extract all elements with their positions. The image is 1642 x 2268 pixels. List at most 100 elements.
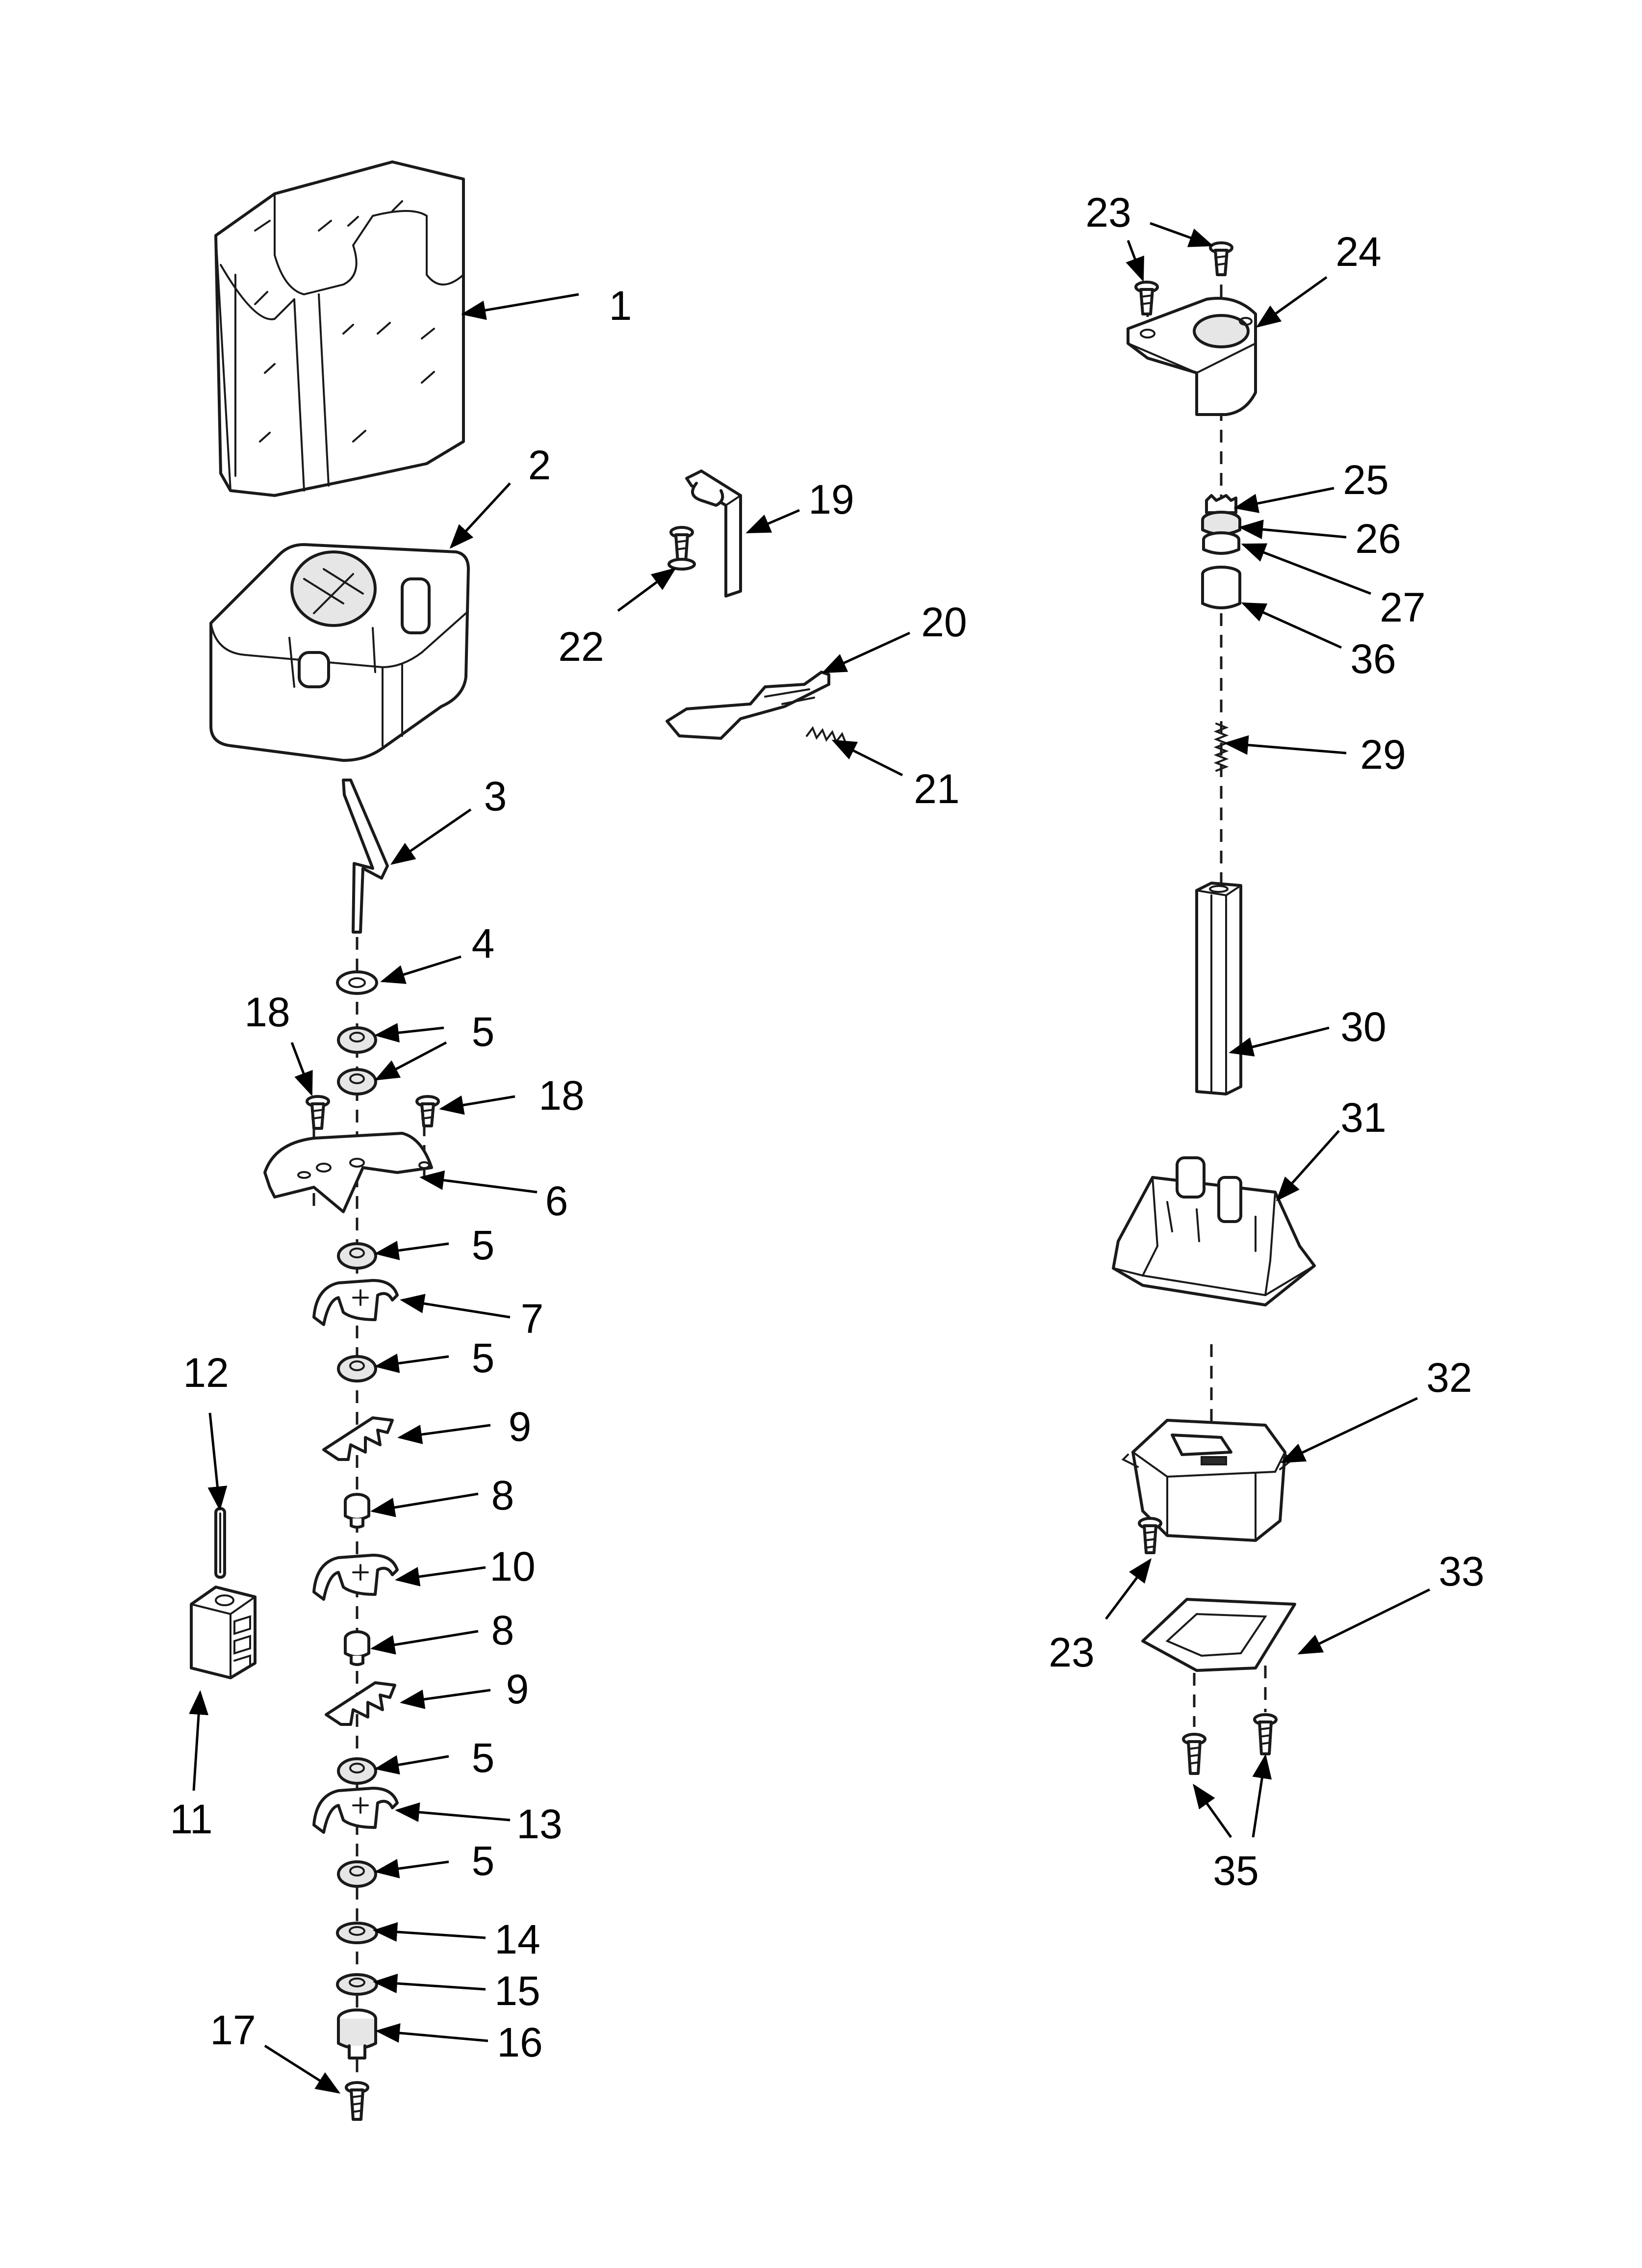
callout-number-c32: 32	[1426, 1355, 1472, 1401]
callout-leader-c24	[1256, 276, 1328, 328]
callout-leader-c6	[419, 1170, 538, 1194]
callout-leader-c23a	[1150, 222, 1214, 247]
callout-number-c36: 36	[1350, 636, 1396, 682]
bushing-36	[1201, 566, 1241, 609]
callout-leader-c36	[1241, 602, 1342, 649]
spacer-5d	[337, 1355, 377, 1382]
callout-number-c12: 12	[183, 1350, 229, 1396]
callout-number-c5a: 5	[472, 1009, 495, 1055]
stationary-blade-9a	[322, 1416, 394, 1461]
bushing-8a	[344, 1493, 370, 1529]
drive-coupler-16	[337, 2008, 377, 2059]
callout-leader-c13	[395, 1802, 511, 1822]
coupling-25	[1205, 494, 1237, 514]
callout-leader-c5b	[374, 1041, 447, 1081]
callout-leader-c3	[390, 808, 472, 865]
ice-bucket	[214, 160, 465, 497]
callout-number-c22: 22	[558, 624, 604, 670]
callout-number-c8a: 8	[491, 1472, 514, 1518]
callout-leader-c35b	[1252, 1754, 1272, 1838]
callout-number-c23c: 23	[1049, 1629, 1094, 1675]
callout-number-c13: 13	[516, 1801, 562, 1847]
callout-leader-c22	[617, 568, 677, 612]
screw-18a	[306, 1095, 330, 1130]
callout-leader-c32	[1280, 1397, 1418, 1463]
washer-4	[336, 970, 378, 995]
callout-leader-c30	[1229, 1026, 1330, 1057]
bin-housing	[209, 543, 470, 762]
callout-number-c5d: 5	[472, 1335, 495, 1381]
washer-14	[336, 1922, 378, 1944]
callout-leader-c12	[207, 1412, 228, 1511]
callout-number-c9a: 9	[509, 1404, 532, 1450]
crank-rod	[342, 779, 389, 934]
bushing-8b	[344, 1630, 370, 1666]
stationary-blade-9b	[325, 1681, 396, 1726]
callout-number-c25: 25	[1343, 457, 1388, 503]
callout-number-c18a: 18	[244, 989, 290, 1035]
callout-leader-c23b	[1126, 240, 1144, 282]
coupling-26	[1201, 511, 1241, 536]
callout-number-c31: 31	[1340, 1095, 1386, 1141]
callout-number-c15: 15	[494, 1968, 540, 2014]
callout-number-c1: 1	[609, 283, 632, 329]
callout-leader-c27	[1241, 543, 1371, 595]
callout-number-c5e: 5	[472, 1735, 495, 1781]
callout-leader-c26	[1238, 520, 1347, 540]
callout-layer: 1234518186575981089513514151617121119222…	[170, 189, 1485, 2094]
screw-23b	[1209, 241, 1233, 276]
callout-leader-c29	[1224, 735, 1347, 755]
callout-number-c33: 33	[1438, 1548, 1484, 1594]
callout-leader-c19	[745, 509, 800, 534]
screw-18b	[415, 1095, 440, 1127]
callout-leader-c5d	[374, 1354, 449, 1373]
callout-number-c5f: 5	[472, 1838, 495, 1884]
callout-leader-c1	[461, 293, 579, 320]
screw-17	[345, 2081, 369, 2121]
callout-number-c20: 20	[921, 599, 967, 645]
spacer-5e	[337, 1757, 377, 1785]
callout-number-c4: 4	[472, 920, 495, 966]
bracket-plate-6	[263, 1132, 433, 1213]
auger-shaft-30	[1195, 882, 1242, 1095]
spacer-5c	[337, 1242, 377, 1270]
spacer-5b	[337, 1068, 377, 1095]
callout-leader-c5c	[374, 1241, 449, 1260]
callout-number-c14: 14	[494, 1916, 540, 1962]
callout-number-c10: 10	[489, 1543, 535, 1590]
callout-number-c11: 11	[170, 1796, 212, 1842]
callout-number-c2: 2	[528, 442, 551, 488]
callout-leader-c31	[1276, 1130, 1340, 1201]
callout-number-c29: 29	[1360, 731, 1406, 778]
spring-29	[1213, 723, 1229, 772]
callout-leader-c9a	[397, 1424, 491, 1444]
screw-23c	[1138, 1517, 1162, 1554]
screw-23a	[1134, 281, 1159, 315]
mounting-bracket-24	[1127, 297, 1257, 416]
spacer-5f	[337, 1860, 377, 1888]
callout-number-c7: 7	[521, 1296, 544, 1342]
callout-leader-c8b	[370, 1630, 479, 1655]
callout-number-c35a: 35	[1213, 1848, 1258, 1894]
callout-leader-c17	[264, 2044, 341, 2094]
callout-number-c5c: 5	[472, 1222, 495, 1268]
coupling-27	[1202, 531, 1240, 555]
callout-leader-c33	[1297, 1588, 1431, 1655]
callout-leader-c11	[189, 1690, 209, 1791]
callout-number-c26: 26	[1355, 516, 1401, 562]
callout-leader-c25	[1233, 487, 1334, 513]
motor-32	[1121, 1419, 1294, 1542]
screw-35a	[1182, 1733, 1206, 1775]
washer-15	[336, 1973, 378, 1996]
callout-number-c8b: 8	[491, 1607, 514, 1653]
blade-7	[312, 1279, 399, 1326]
callout-number-c16: 16	[497, 2019, 542, 2065]
callout-number-c30: 30	[1340, 1004, 1386, 1050]
callout-leader-c4	[380, 955, 462, 984]
callout-leader-c5a	[374, 1023, 444, 1043]
spring-21	[806, 726, 847, 745]
pin-12	[214, 1507, 226, 1579]
gasket-33	[1141, 1598, 1296, 1727]
